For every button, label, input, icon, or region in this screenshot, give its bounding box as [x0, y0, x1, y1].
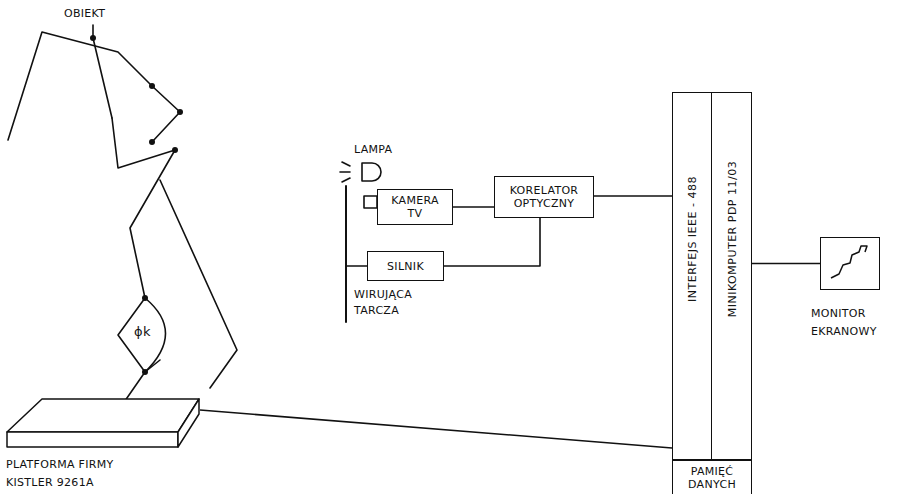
node-text: KAMERA TV — [384, 194, 446, 220]
disc-label: WIRUJĄCA TARCZA — [354, 287, 436, 319]
connector-path — [444, 218, 540, 266]
correlator-box: KORELATOR OPTYCZNY — [494, 176, 594, 218]
lamp-label: LAMPA — [354, 142, 392, 158]
connector-path — [594, 195, 672, 197]
joint-dot — [172, 147, 178, 153]
monitor-screen — [821, 238, 878, 288]
body-segment — [93, 38, 112, 118]
stick-figure — [8, 25, 237, 411]
connector-line — [752, 263, 820, 264]
lamp-symbol — [340, 162, 381, 182]
object-label: OBIEKT — [64, 6, 105, 22]
node-text: PAMIĘĆ DANYCH — [679, 465, 745, 491]
screen-trace — [831, 246, 867, 278]
body-segment — [112, 118, 175, 298]
rotating-disc — [345, 186, 347, 322]
interface-box: INTERFEJS IEEE - 488 — [672, 92, 712, 460]
connector-line — [453, 207, 494, 208]
platform-top — [7, 399, 199, 432]
connector-path — [453, 206, 494, 208]
joint-dot — [177, 109, 183, 115]
monitor-box: MONITOR EKRANOWY — [820, 237, 880, 290]
lamp-body — [362, 163, 381, 181]
joint-dot — [90, 35, 96, 41]
joint-dot — [142, 295, 148, 301]
connector-path — [200, 410, 672, 448]
leg-segment — [160, 180, 237, 388]
camera-box: KAMERA TV — [377, 189, 453, 225]
connector-line — [200, 410, 672, 448]
memory-box: PAMIĘĆ DANYCH — [672, 460, 752, 494]
node-text: MINIKOMPUTER PDP 11/03 — [725, 161, 738, 317]
force-platform: PLATFORMA FIRMY KISTLER 9261A — [6, 398, 200, 448]
node-text: SILNIK — [387, 260, 424, 273]
lamp-ray — [342, 178, 350, 182]
platform-front — [7, 432, 178, 447]
connector-line — [444, 218, 540, 266]
minicomputer-box: MINIKOMPUTER PDP 11/03 — [711, 92, 752, 460]
joint-dot — [149, 83, 155, 89]
connector-path — [752, 263, 820, 265]
joint-dots — [90, 35, 183, 411]
arm-segment — [8, 32, 180, 142]
platform-side — [178, 399, 199, 447]
node-text: INTERFEJS IEEE - 488 — [686, 176, 699, 302]
camera-lens — [364, 196, 377, 208]
platform-outline — [6, 398, 200, 448]
joint-dot — [149, 139, 155, 145]
joint-dot — [142, 369, 148, 375]
angle-label: ϕk — [134, 324, 151, 340]
connector-line — [594, 196, 672, 197]
node-text: MONITOR EKRANOWY — [811, 305, 897, 341]
node-text: PLATFORMA FIRMY KISTLER 9261A — [6, 456, 156, 492]
lamp-ray — [342, 162, 350, 166]
motor-box: SILNIK — [367, 251, 444, 281]
motor-shaft — [346, 265, 367, 267]
lamp-ray — [340, 171, 350, 173]
node-text: KORELATOR OPTYCZNY — [501, 184, 587, 210]
